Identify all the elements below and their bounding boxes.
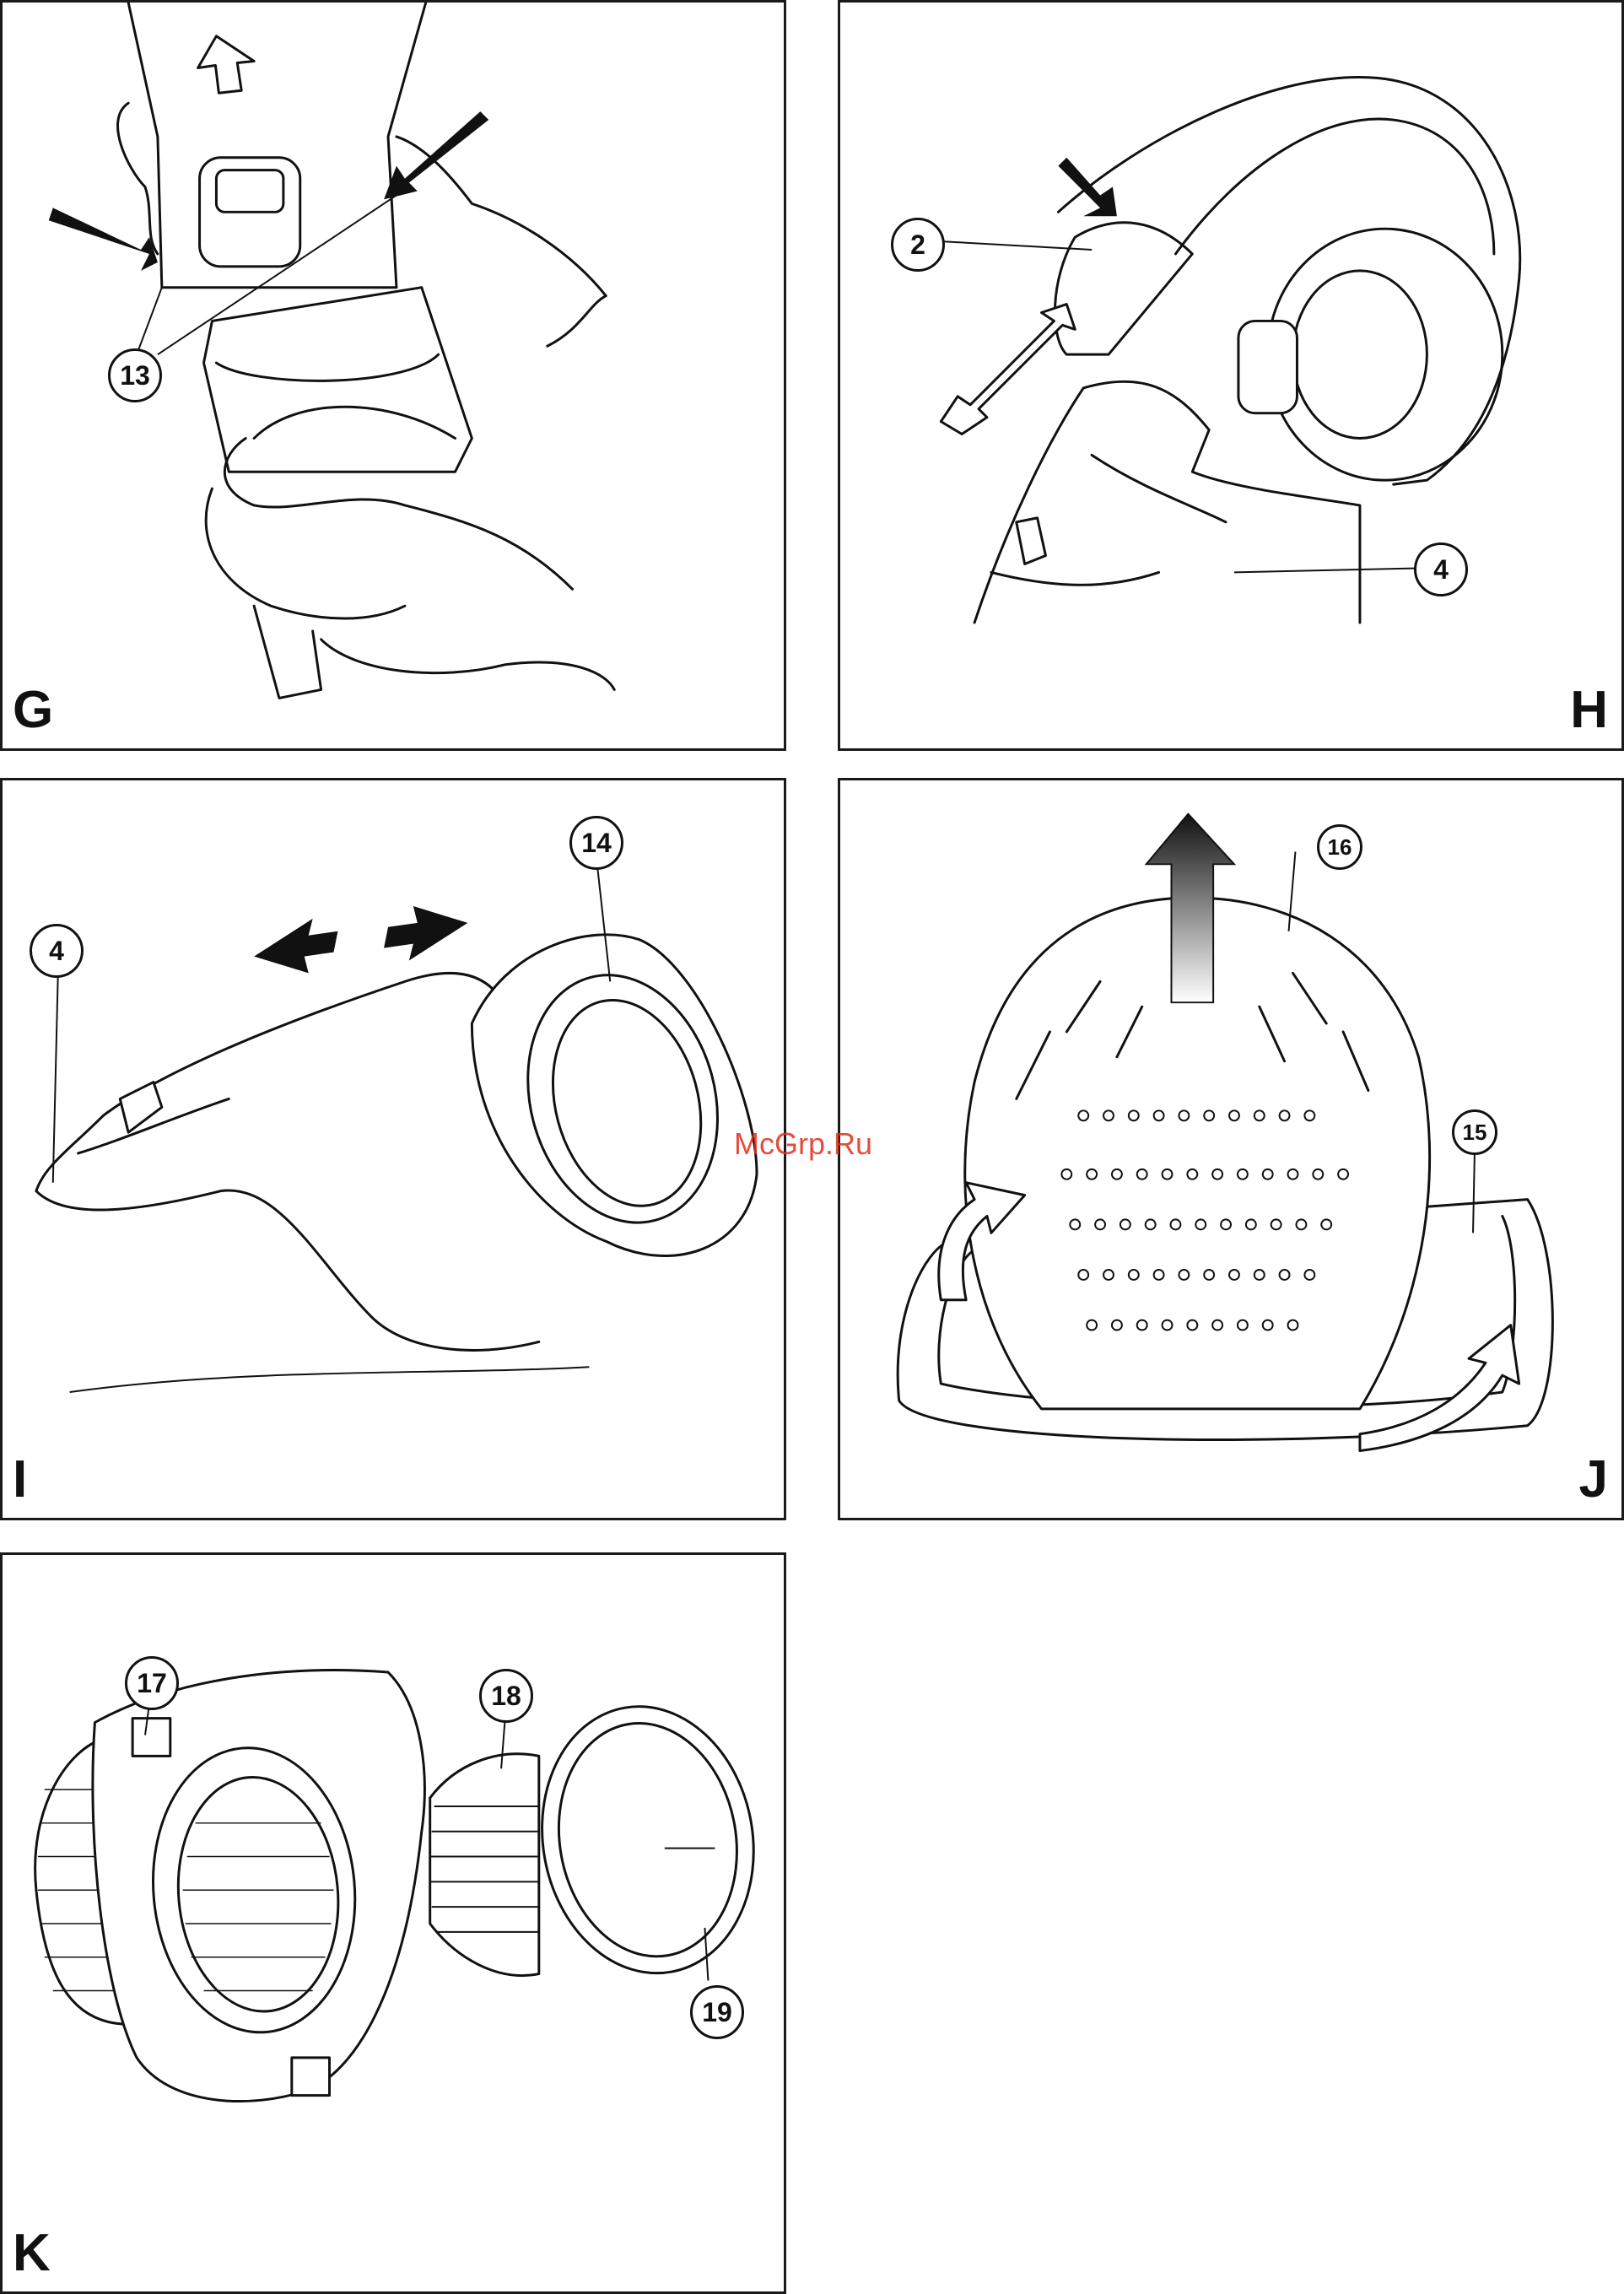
panel-letter-k: K (13, 2227, 51, 2280)
panel-g: 13 G (0, 0, 786, 751)
watermark-text: McGrp.Ru (734, 1126, 872, 1162)
illustration-filter-parts (3, 1555, 784, 2291)
callout-14: 14 (569, 816, 623, 870)
illustration-open-nozzle (840, 3, 1621, 748)
callout-16: 16 (1317, 824, 1362, 870)
callout-19: 19 (690, 1985, 744, 2039)
illustration-remove-filter (3, 780, 784, 1518)
callout-4: 4 (1414, 542, 1468, 596)
callout-2: 2 (891, 218, 945, 272)
panel-i: 4 14 I (0, 778, 786, 1520)
callout-17: 17 (125, 1656, 179, 1710)
panel-j: 16 15 J (838, 778, 1624, 1520)
panel-letter-h: H (1570, 684, 1608, 737)
panel-letter-j: J (1579, 1454, 1608, 1506)
panel-letter-g: G (13, 684, 53, 737)
panel-letter-i: I (13, 1454, 27, 1506)
callout-18: 18 (479, 1669, 533, 1723)
panel-k: 17 18 19 K (0, 1552, 786, 2294)
illustration-lift-inner-filter (840, 780, 1621, 1518)
callout-4: 4 (30, 924, 84, 978)
callout-15: 15 (1452, 1109, 1497, 1155)
callout-13: 13 (108, 348, 162, 402)
panel-h: 2 4 H (838, 0, 1624, 751)
